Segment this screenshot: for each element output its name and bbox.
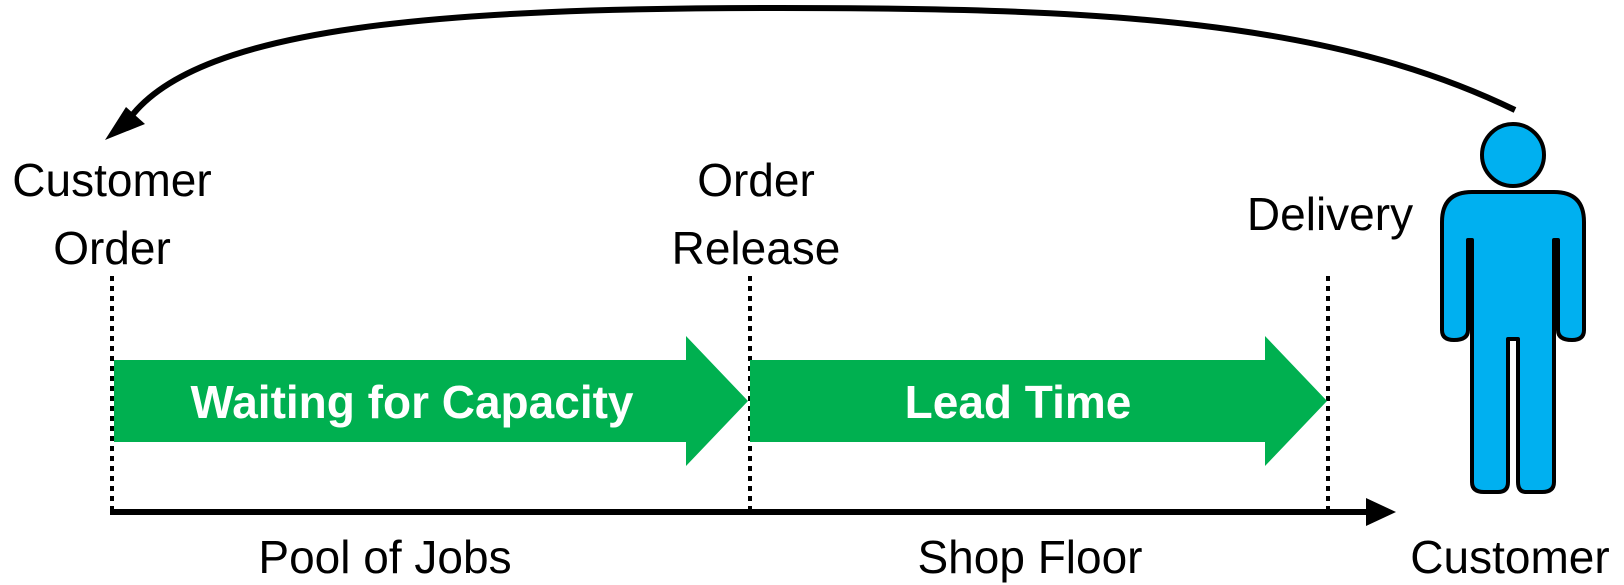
shop-floor-label: Shop Floor bbox=[917, 531, 1142, 583]
timeline-axis-head bbox=[1366, 498, 1396, 526]
feedback-arrow-line bbox=[127, 4, 1517, 120]
person-icon bbox=[1440, 122, 1586, 494]
customer-order-label-line2: Order bbox=[53, 222, 171, 274]
feedback-arrow-head bbox=[105, 107, 145, 140]
lead-time-arrow bbox=[750, 336, 1327, 466]
pool-of-jobs-label: Pool of Jobs bbox=[258, 531, 511, 583]
delivery-label: Delivery bbox=[1247, 188, 1413, 240]
customer-label: Customer bbox=[1410, 531, 1609, 583]
order-release-label-line2: Release bbox=[672, 222, 841, 274]
customer-order-label-line1: Customer bbox=[12, 154, 211, 206]
lead-time-label: Lead Time bbox=[905, 376, 1132, 428]
waiting-arrow bbox=[114, 336, 748, 466]
order-release-label-line1: Order bbox=[697, 154, 815, 206]
waiting-label: Waiting for Capacity bbox=[191, 376, 634, 428]
